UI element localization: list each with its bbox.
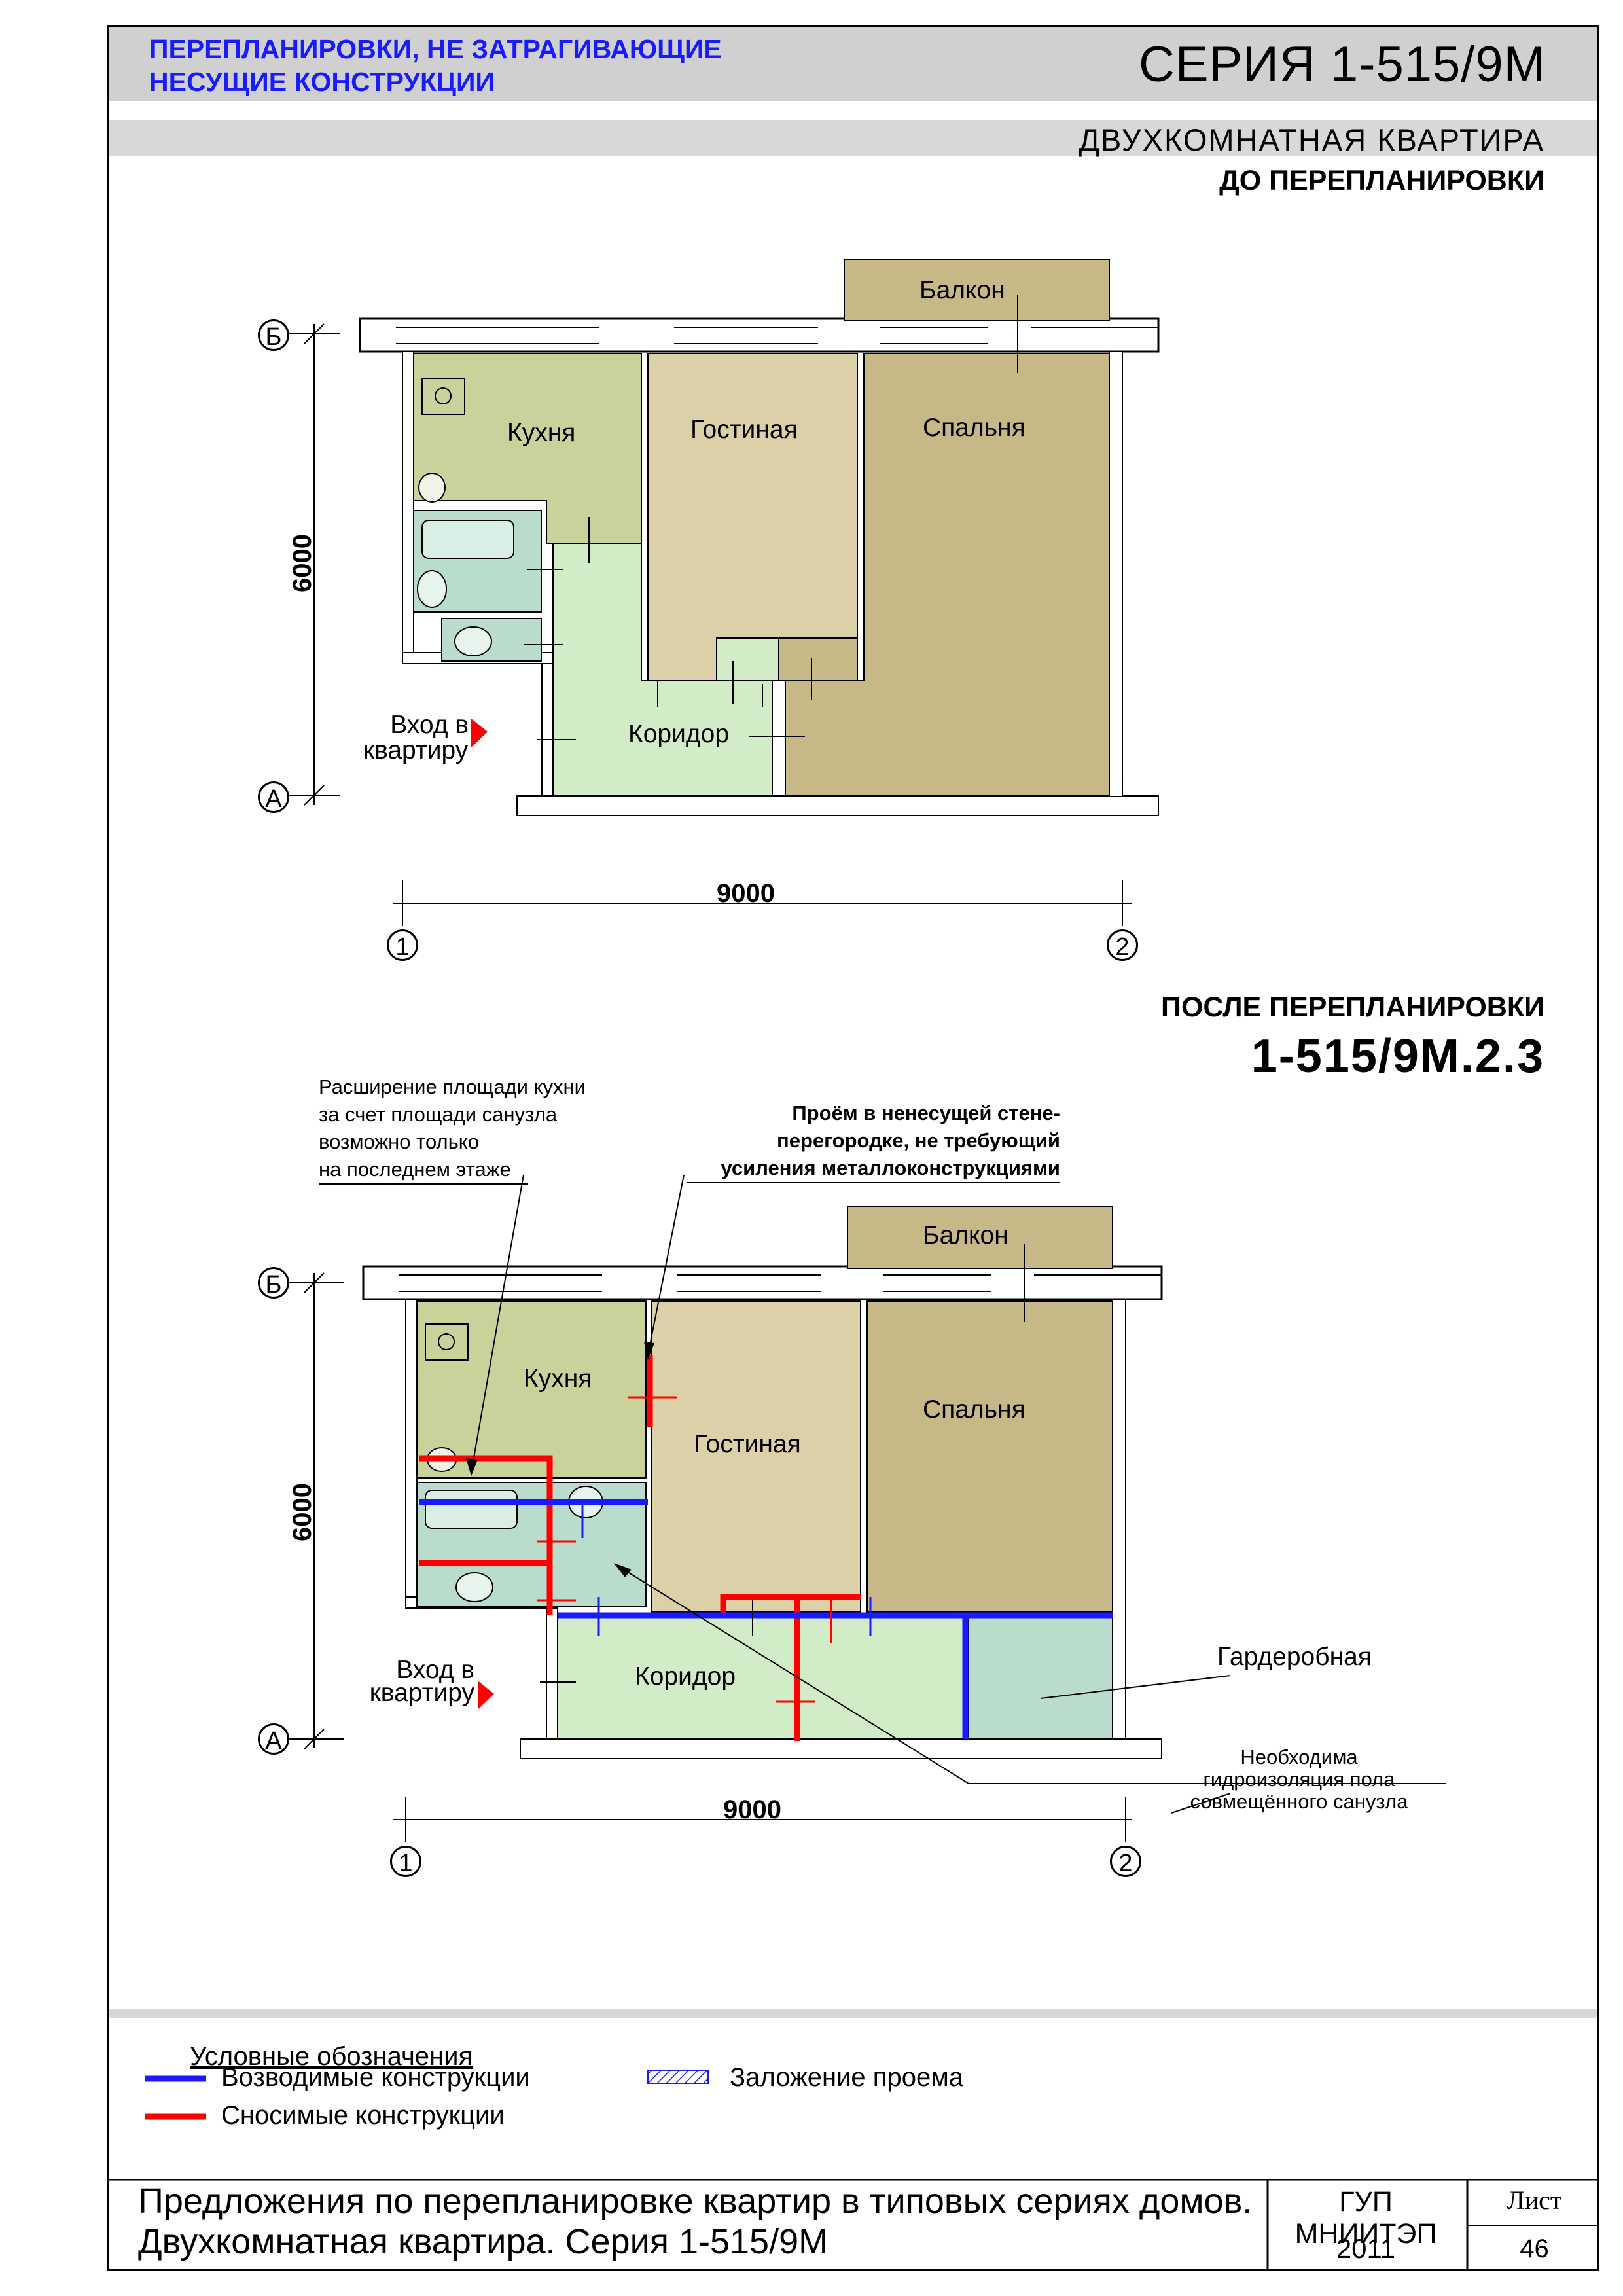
legend-filled-swatch bbox=[647, 2070, 709, 2084]
plan-after bbox=[288, 1174, 1446, 1842]
before-kitchen-label: Кухня bbox=[507, 419, 576, 447]
toilet-icon bbox=[454, 626, 492, 656]
after-axis-1: 1 bbox=[390, 1846, 421, 1877]
page-frame bbox=[107, 25, 1599, 2271]
after-wardrobe-label: Гардеробная bbox=[1217, 1643, 1372, 1671]
before-corridor-label: Коридор bbox=[628, 720, 730, 748]
corridor bbox=[557, 1615, 966, 1740]
apartment-type: ДВУХКОМНАТНАЯ КВАРТИРА bbox=[1079, 122, 1544, 157]
legend-demolished-label: Сносимые конструкции bbox=[221, 2101, 505, 2130]
opening-note-line3: усиления металлоконструкциями bbox=[687, 1155, 1060, 1183]
footer-line2: Двухкомнатная квартира. Серия 1-515/9М bbox=[138, 2222, 829, 2261]
before-depth-dimension: 6000 bbox=[288, 534, 317, 592]
plan-before bbox=[288, 259, 1160, 926]
after-axis-2: 2 bbox=[1110, 1846, 1141, 1877]
washbasin-icon bbox=[417, 570, 447, 608]
after-axis-b: Б bbox=[258, 1267, 289, 1299]
header-category-line1: ПЕРЕПЛАНИРОВКИ, НЕ ЗАТРАГИВАЮЩИЕ bbox=[149, 34, 722, 64]
kitchen-note-line4: на последнем этаже bbox=[319, 1156, 528, 1185]
living-room bbox=[647, 353, 858, 681]
bedroom bbox=[866, 1300, 1113, 1613]
footer-sheet-label: Лист bbox=[1507, 2185, 1562, 2215]
entrance-arrow-icon bbox=[478, 1681, 494, 1710]
facade-wall bbox=[362, 1265, 1163, 1300]
footer-year: 2011 bbox=[1336, 2233, 1396, 2264]
waterproof-note-line1: Необходима bbox=[1240, 1746, 1358, 1768]
before-entrance-line2: квартиру bbox=[363, 736, 469, 764]
wardrobe bbox=[968, 1615, 1113, 1740]
waterproofing-note: Необходима гидроизоляция пола совмещённо… bbox=[1168, 1746, 1430, 1813]
kitchen bbox=[416, 1300, 647, 1479]
kitchen bbox=[413, 353, 642, 544]
plan-code: 1-515/9М.2.3 bbox=[1251, 1030, 1544, 1083]
after-entrance-line2: квартиру bbox=[369, 1679, 474, 1707]
footer-sheet-number: 46 bbox=[1520, 2234, 1549, 2263]
after-width-dimension: 9000 bbox=[723, 1795, 781, 1824]
entrance-arrow-icon bbox=[471, 719, 488, 747]
footer-line1: Предложения по перепланировке квартир в … bbox=[138, 2181, 1253, 2221]
before-width-dimension: 9000 bbox=[717, 879, 775, 908]
kitchen-note-line2: за счет площади санузла bbox=[319, 1103, 558, 1126]
before-title: ДО ПЕРЕПЛАНИРОВКИ bbox=[1219, 165, 1544, 196]
before-entrance-label: Вход в bbox=[390, 711, 469, 739]
after-living-label: Гостиная bbox=[694, 1430, 801, 1458]
sink-icon bbox=[418, 473, 446, 503]
kitchen-note-line3: возможно только bbox=[319, 1130, 479, 1153]
after-entrance-line1: Вход в bbox=[396, 1656, 474, 1684]
kitchen-expansion-note: Расширение площади кухни за счет площади… bbox=[319, 1073, 586, 1185]
opening-note-line1: Проём в ненесущей стене- bbox=[792, 1102, 1060, 1124]
after-balcony-label: Балкон bbox=[923, 1221, 1008, 1249]
before-entrance-line1: Вход в bbox=[390, 711, 469, 739]
facade-wall bbox=[359, 317, 1160, 353]
before-axis-a: А bbox=[258, 781, 289, 813]
after-title: ПОСЛЕ ПЕРЕПЛАНИРОВКИ bbox=[1161, 992, 1544, 1023]
opening-note-line2: перегородке, не требующий bbox=[777, 1129, 1060, 1152]
kitchen-note-line1: Расширение площади кухни bbox=[319, 1075, 586, 1098]
after-bedroom-label: Спальня bbox=[923, 1395, 1026, 1424]
stove-icon bbox=[421, 378, 465, 415]
before-axis-2: 2 bbox=[1107, 929, 1138, 961]
balcony bbox=[847, 1206, 1113, 1269]
before-living-label: Гостиная bbox=[690, 416, 798, 444]
series-title: СЕРИЯ 1-515/9М bbox=[1139, 37, 1546, 92]
balcony bbox=[844, 259, 1110, 321]
header-category-line2: НЕСУЩИЕ КОНСТРУКЦИИ bbox=[149, 67, 495, 97]
legend-title: Условные обозначения bbox=[190, 2042, 473, 2071]
legend-filled-label: Заложение проема bbox=[730, 2063, 963, 2092]
footer-organization: ГУП МНИИТЭП bbox=[1294, 2186, 1437, 2250]
title-block-grid bbox=[109, 2179, 1597, 2271]
waterproof-note-line3: совмещённого санузла bbox=[1190, 1790, 1408, 1813]
living-room bbox=[651, 1300, 861, 1613]
subtitle-bar bbox=[109, 120, 1597, 156]
header-bar bbox=[109, 27, 1597, 101]
after-kitchen-label: Кухня bbox=[524, 1365, 592, 1393]
after-corridor-label: Коридор bbox=[635, 1662, 736, 1691]
before-balcony-label: Балкон bbox=[919, 276, 1005, 304]
legend-built-label: Возводимые конструкции bbox=[221, 2063, 530, 2092]
toilet-icon bbox=[455, 1572, 493, 1602]
demolished-walls bbox=[419, 1355, 861, 1741]
bedroom bbox=[785, 353, 1110, 797]
after-axis-a: А bbox=[258, 1723, 289, 1755]
before-axis-1: 1 bbox=[387, 929, 418, 961]
header-category: ПЕРЕПЛАНИРОВКИ, НЕ ЗАТРАГИВАЮЩИЕ НЕСУЩИЕ… bbox=[149, 33, 869, 98]
opening-note: Проём в ненесущей стене- перегородке, не… bbox=[687, 1100, 1060, 1183]
stove-icon bbox=[425, 1323, 469, 1361]
waterproof-note-line2: гидроизоляция пола bbox=[1203, 1768, 1395, 1791]
before-axis-b: Б bbox=[258, 319, 289, 351]
title-block: Предложения по перепланировке квартир в … bbox=[109, 2179, 1597, 2271]
built-walls bbox=[419, 1499, 1113, 1739]
footer-description: Предложения по перепланировке квартир в … bbox=[138, 2181, 1252, 2262]
before-bedroom-label: Спальня bbox=[923, 414, 1026, 442]
after-depth-dimension: 6000 bbox=[288, 1483, 317, 1541]
